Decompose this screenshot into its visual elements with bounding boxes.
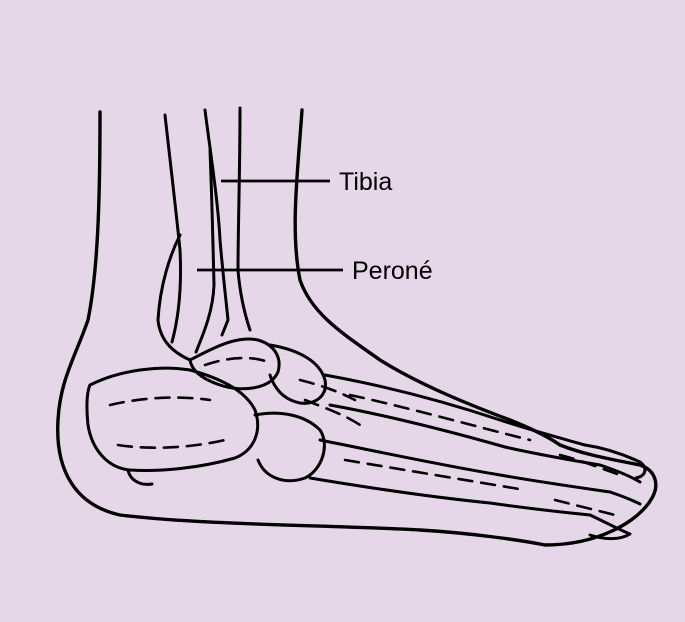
fibula-bone-front <box>196 150 214 352</box>
calcaneus-base <box>128 470 152 484</box>
fibula-malleolus <box>158 235 190 360</box>
toe-phalanges-2 <box>600 465 640 482</box>
toe-phalanges-3 <box>610 492 640 504</box>
toe-phalanges-4 <box>590 515 630 539</box>
calcaneus-lower <box>118 440 225 448</box>
tibia-bone-front <box>238 108 250 330</box>
calcaneus-inner <box>110 398 210 405</box>
tibia-label: Tibia <box>339 170 392 195</box>
fibula-bone-back <box>165 115 181 342</box>
cuboid-bone <box>255 413 324 481</box>
talus-bone <box>190 339 279 389</box>
calcaneus-bone <box>87 368 258 470</box>
cuneiform-bones <box>300 380 360 425</box>
tibia-bone-back <box>205 110 228 335</box>
talus-detail <box>205 358 268 365</box>
perone-label: Peroné <box>352 259 433 284</box>
